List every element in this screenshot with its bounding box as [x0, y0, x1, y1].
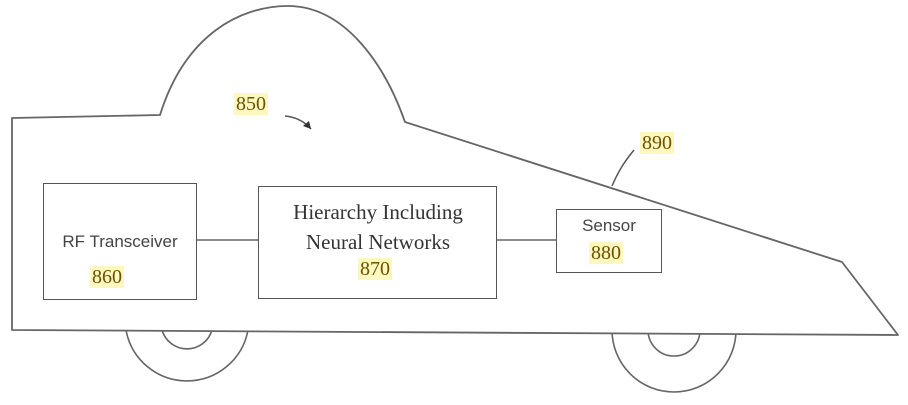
leader-line-890	[611, 149, 635, 187]
sensor-label: Sensor	[582, 216, 636, 235]
ref-860: 860	[90, 266, 124, 288]
hierarchy-label-line2: Neural Networks	[305, 230, 451, 254]
vehicle-body-outline	[11, 5, 899, 336]
ref-870: 870	[358, 258, 392, 280]
neural-network-hierarchy-box	[258, 186, 497, 299]
arrowhead-850	[303, 121, 311, 129]
front-wheel	[611, 329, 737, 393]
ref-850: 850	[234, 93, 268, 115]
hierarchy-label-line1: Hierarchy Including	[293, 200, 463, 224]
rf-transceiver-label: RF Transceiver	[62, 232, 178, 251]
rear-wheel	[125, 329, 249, 382]
ref-890: 890	[640, 132, 674, 154]
ref-880: 880	[589, 242, 623, 264]
rf-transceiver-box	[43, 183, 197, 300]
sensor-box	[556, 209, 662, 273]
